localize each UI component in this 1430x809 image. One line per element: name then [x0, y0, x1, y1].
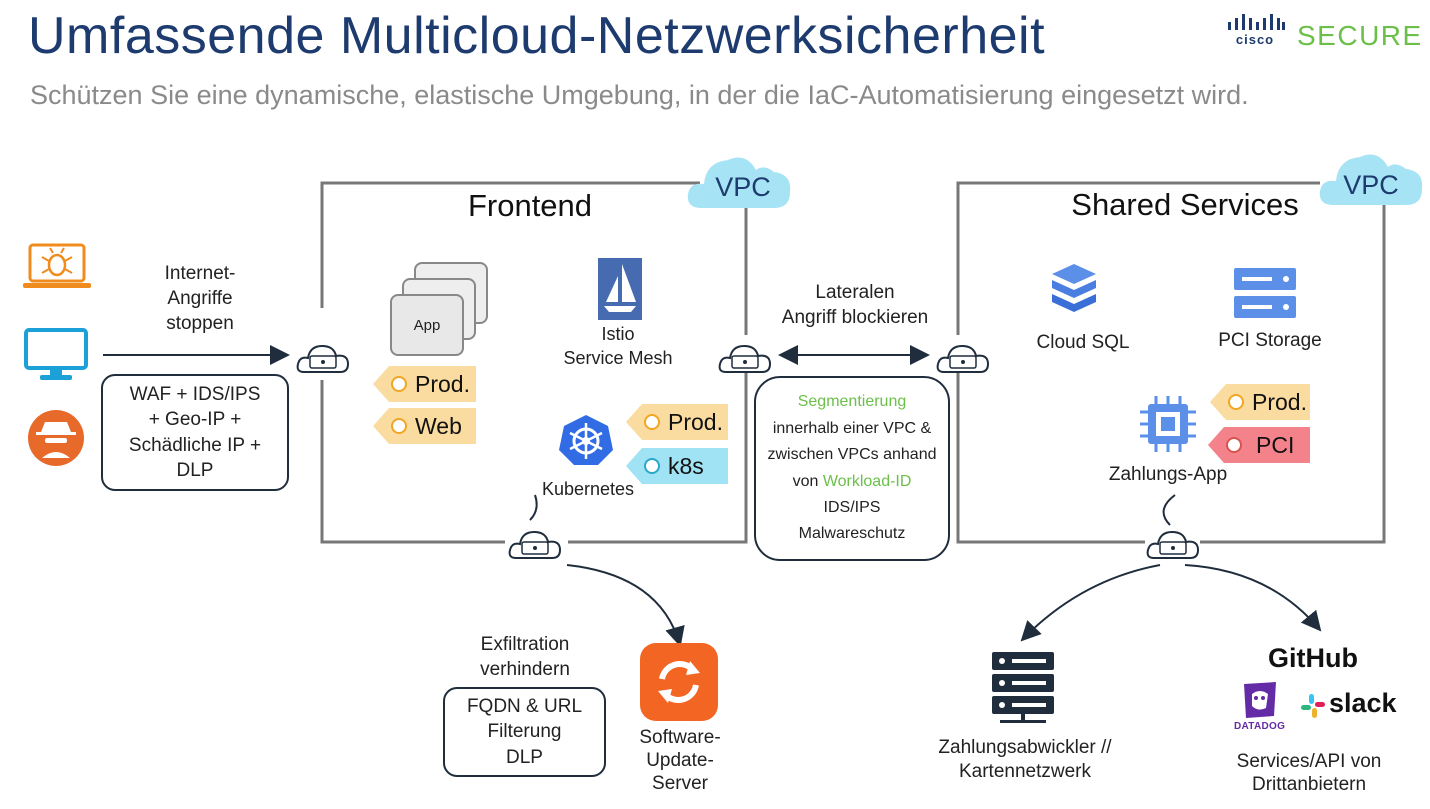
hacker-icon	[28, 410, 84, 466]
frontend-tag-web: Web	[373, 408, 476, 444]
shared-tag-pci: PCI	[1208, 427, 1310, 463]
shared-egress-gateway-icon	[1146, 530, 1200, 559]
frontend-ingress-gateway-icon	[296, 344, 350, 373]
tag-label: Web	[415, 412, 462, 439]
slack-logo-icon	[1301, 694, 1325, 718]
segmentation-line: zwischen VPCs anhand	[767, 446, 937, 464]
frontend-vpc-cloud-icon	[687, 157, 791, 208]
fqdn-filter-box: FQDN & URL Filterung DLP	[443, 687, 606, 777]
frontend-vpc-label: VPC	[715, 172, 771, 202]
workload-id-highlight: Workload-ID	[822, 472, 912, 490]
frontend-vpc-frame	[320, 181, 700, 308]
tag-label: Prod.	[415, 370, 470, 397]
software-update-label: Software- Update- Server	[639, 727, 721, 794]
segmentation-line: innerhalb einer VPC &	[772, 419, 932, 437]
tag-dot-icon	[644, 414, 660, 430]
server-rack-icon	[992, 652, 1054, 723]
github-logo: GitHub	[1268, 643, 1358, 673]
lateral-attack-label: Lateralen Angriff blockieren	[781, 282, 929, 329]
payment-app-label: Zahlungs-App	[1108, 464, 1228, 485]
cloud-sql-icon	[1052, 264, 1096, 312]
segmentation-line: von Workload-ID	[793, 469, 912, 495]
payment-app-chip-icon	[1140, 396, 1196, 452]
segmentation-box: Segmentierung innerhalb einer VPC & zwis…	[754, 376, 950, 561]
tag-dot-icon	[1226, 437, 1242, 453]
tag-label: Prod.	[1252, 388, 1307, 415]
page-title: Umfassende Multicloud-Netzwerksicherheit	[28, 7, 1046, 65]
shared-tag-prod: Prod.	[1210, 384, 1310, 420]
cisco-logo-icon	[1228, 14, 1285, 30]
shared-services-title: Shared Services	[1071, 187, 1299, 222]
segmentation-heading: Segmentierung	[797, 393, 907, 411]
tag-label: PCI	[1256, 431, 1295, 458]
istio-icon	[598, 258, 642, 320]
kubernetes-label: Kubernetes	[541, 479, 635, 499]
tag-dot-icon	[391, 376, 407, 392]
monitor-icon	[24, 328, 88, 380]
tag-dot-icon	[1228, 394, 1244, 410]
tag-label: k8s	[668, 452, 704, 479]
third-party-label: Services/API von Drittanbietern	[1236, 751, 1382, 796]
exfiltration-label: Exfiltration verhindern	[480, 634, 570, 681]
pci-storage-icon	[1234, 268, 1296, 318]
shared-vpc-frame	[956, 181, 1320, 335]
kubernetes-icon	[559, 415, 613, 465]
slack-wordmark: slack	[1329, 688, 1397, 718]
k8s-tag-k8s: k8s	[626, 448, 728, 484]
waf-ids-box: WAF + IDS/IPS + Geo-IP + Schädliche IP +…	[101, 374, 289, 491]
tag-label: Prod.	[668, 408, 723, 435]
internet-attack-label: Internet- Angriffe stoppen	[164, 263, 236, 335]
frontend-lateral-gateway-icon	[718, 344, 772, 373]
segmentation-prefix: von	[792, 472, 823, 490]
secure-wordmark: SECURE	[1297, 20, 1423, 51]
shared-vpc-cloud-icon	[1319, 154, 1423, 205]
app-icon: App	[390, 294, 464, 356]
segmentation-line: Malwareschutz	[798, 525, 906, 543]
datadog-wordmark: DATADOG	[1234, 721, 1286, 732]
payment-processor-label: Zahlungsabwickler // Kartennetzwerk	[938, 737, 1112, 782]
cloud-sql-label: Cloud SQL	[1036, 332, 1130, 353]
datadog-logo-icon	[1244, 682, 1276, 718]
frontend-tag-prod: Prod.	[373, 366, 476, 402]
pci-storage-label: PCI Storage	[1218, 330, 1322, 351]
infected-laptop-icon	[23, 243, 91, 288]
frontend-egress-gateway-icon	[508, 530, 562, 559]
k8s-tag-prod: Prod.	[626, 404, 728, 440]
tag-dot-icon	[391, 418, 407, 434]
istio-label: Istio Service Mesh	[563, 324, 673, 369]
tag-dot-icon	[644, 458, 660, 474]
software-update-icon	[640, 643, 718, 721]
cisco-wordmark: cisco	[1235, 32, 1275, 47]
shared-vpc-label: VPC	[1343, 170, 1399, 200]
segmentation-line: IDS/IPS	[823, 498, 881, 516]
page-subtitle: Schützen Sie eine dynamische, elastische…	[30, 80, 1249, 110]
frontend-title: Frontend	[467, 188, 593, 223]
shared-lateral-gateway-icon	[936, 344, 990, 373]
